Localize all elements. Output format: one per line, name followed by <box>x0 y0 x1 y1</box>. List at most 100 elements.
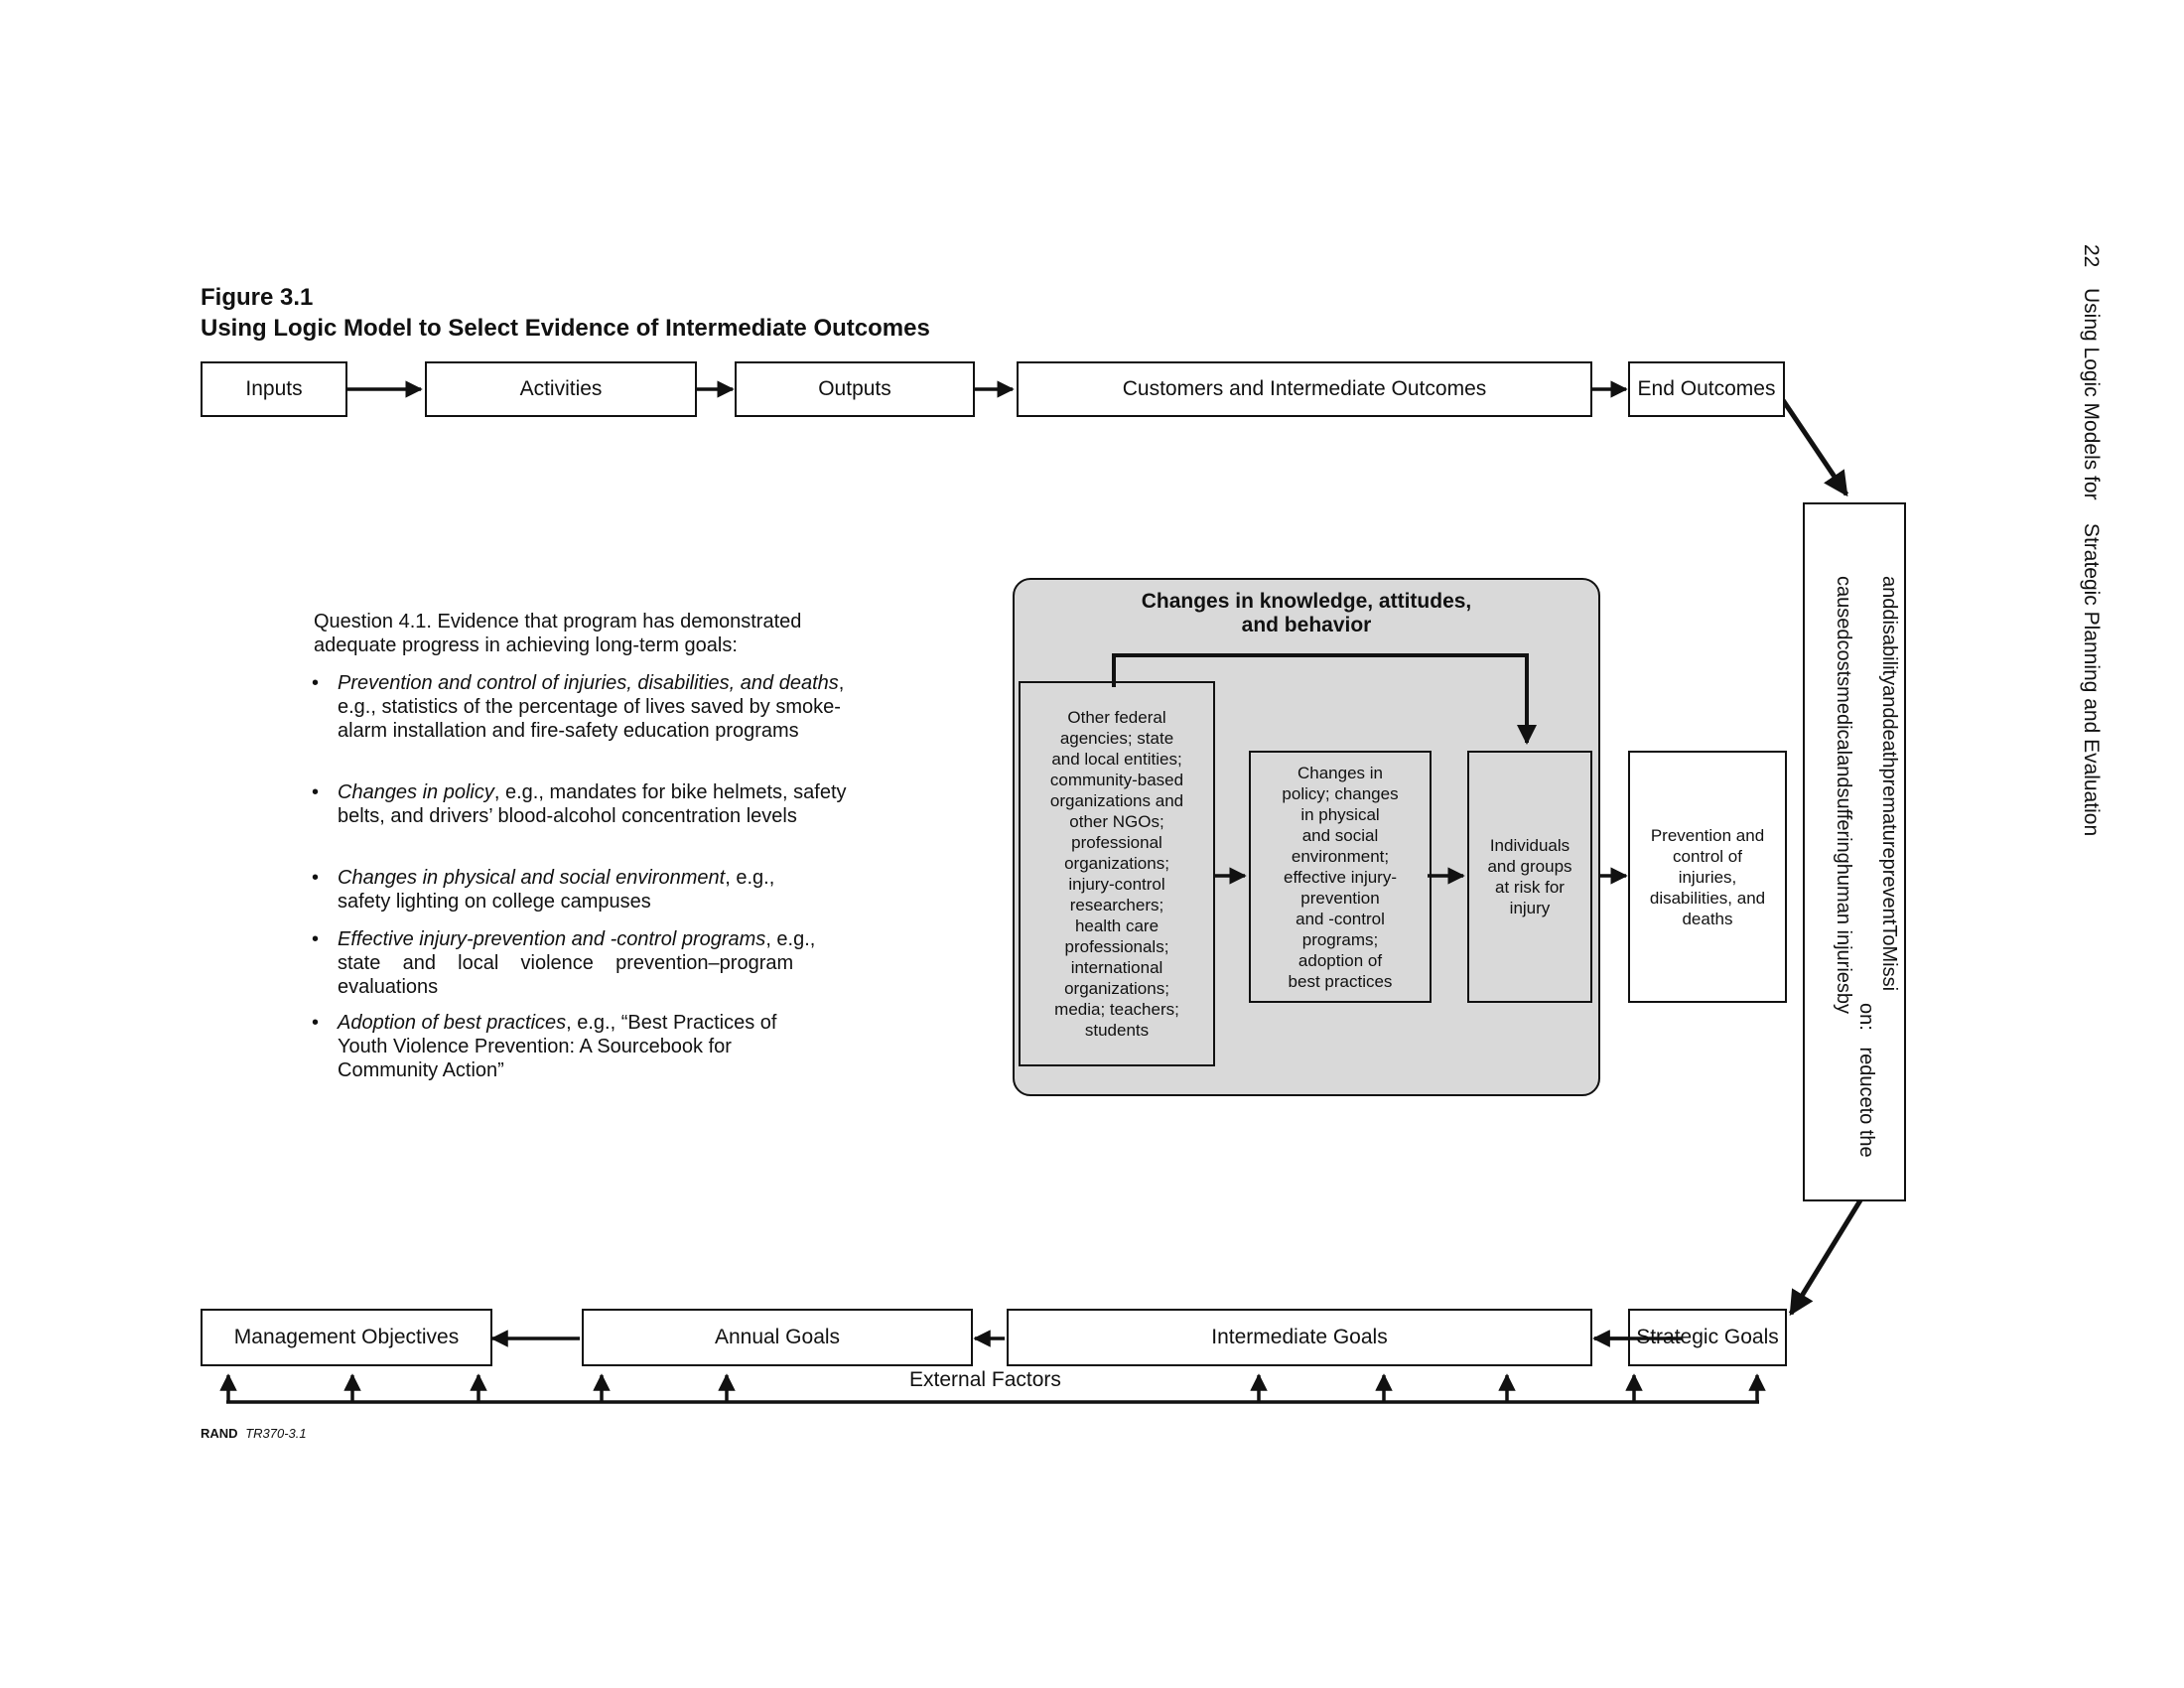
bullet-dot: • <box>312 672 320 694</box>
outputs-label: Outputs <box>818 377 891 400</box>
individuals-line: Individuals <box>1489 836 1570 855</box>
bullet-1-italic: Prevention and control of injuries, disa… <box>338 672 839 694</box>
bullet-dot: • <box>312 928 320 950</box>
individuals-box: Individuals and groups at risk for injury <box>1467 751 1592 1003</box>
bullet-dot: • <box>312 867 320 889</box>
external-factors-label: External Factors <box>909 1368 1061 1391</box>
agencies-line: Other federal <box>1067 708 1166 727</box>
agencies-line: health care <box>1074 916 1160 935</box>
end-outcomes-box: End Outcomes <box>1628 361 1785 417</box>
outputs-box: Outputs <box>735 361 975 417</box>
end-outcomes-label: End Outcomes <box>1637 377 1776 400</box>
policy-line: and -control <box>1296 909 1385 928</box>
inputs-label: Inputs <box>245 377 303 400</box>
bullet-5-italic: Adoption of best practices <box>338 1012 567 1034</box>
agencies-line: professional <box>1071 833 1162 852</box>
figure-title: Using Logic Model to Select Evidence of … <box>201 315 930 342</box>
figure-credit: RAND TR370-3.1 <box>201 1426 307 1441</box>
policy-line: in physical <box>1300 804 1380 824</box>
intermediate-goals-box: Intermediate Goals <box>1007 1309 1592 1366</box>
agencies-line: agencies; state <box>1059 729 1174 748</box>
bullet-4-italic: Effective injury-prevention and -control… <box>338 928 766 950</box>
arrow-mission-strategic <box>1788 1194 1866 1317</box>
question-intro-line-2: adequate progress in achieving long-term… <box>314 634 738 656</box>
agencies-line: other NGOs; <box>1069 812 1164 831</box>
question-intro: Question 4.1. Evidence that program has … <box>314 610 801 657</box>
panel-title: Changes in knowledge, attitudes, and beh… <box>1013 590 1600 637</box>
bullet-dot: • <box>312 1012 320 1034</box>
bullet-1-line-2: e.g., statistics of the percentage of li… <box>338 696 841 718</box>
agencies-line: researchers; <box>1069 896 1164 914</box>
policy-line: programs; <box>1301 929 1379 949</box>
credit-org: RAND <box>201 1426 238 1441</box>
bullet-5-line-2: Youth Violence Prevention: A Sourcebook … <box>338 1036 732 1057</box>
policy-line: adoption of <box>1297 950 1383 970</box>
policy-line: Changes in <box>1297 763 1383 782</box>
agencies-line: organizations and <box>1049 791 1184 810</box>
bullet-2-rest: , e.g., mandates for bike helmets, safet… <box>493 781 847 803</box>
management-objectives-box: Management Objectives <box>201 1309 492 1366</box>
individuals-line: at risk for <box>1495 878 1565 897</box>
annual-goals-box: Annual Goals <box>582 1309 973 1366</box>
bullet-4-rest: , e.g., <box>765 928 816 950</box>
agencies-text: Other federal agencies; state and local en… <box>1050 707 1183 1041</box>
panel-title-line-1: Changes in knowledge, attitudes, <box>1141 590 1472 613</box>
individuals-line: injury <box>1509 899 1551 917</box>
customers-label: Customers and Intermediate Outcomes <box>1122 377 1487 400</box>
agencies-line: community-based <box>1049 771 1184 789</box>
management-label: Management Objectives <box>233 1326 460 1348</box>
policy-line: environment; <box>1291 846 1390 866</box>
credit-id: TR370-3.1 <box>245 1426 307 1441</box>
bullet-5-rest: , e.g., “Best Practices of <box>566 1012 777 1034</box>
prevention-line: deaths <box>1682 909 1733 928</box>
figure-number: Figure 3.1 <box>201 284 314 311</box>
prevention-line: injuries, <box>1678 867 1737 887</box>
policy-line: policy; changes <box>1282 783 1399 803</box>
bullet-4-line-2: state and local violence prevention–prog… <box>338 952 794 974</box>
agencies-line: students <box>1084 1021 1150 1040</box>
agencies-line: professionals; <box>1064 937 1169 956</box>
agencies-line: and local entities; <box>1051 750 1182 769</box>
customers-box: Customers and Intermediate Outcomes <box>1017 361 1592 417</box>
bullet-5-line-3: Community Action” <box>338 1059 504 1081</box>
agencies-line: injury-control <box>1068 875 1165 894</box>
prevention-line: Prevention and <box>1650 825 1765 845</box>
agencies-line: organizations; <box>1064 854 1169 873</box>
policy-line: prevention <box>1300 888 1380 908</box>
intermediate-label: Intermediate Goals <box>1211 1326 1388 1348</box>
agencies-box: Other federal agencies; state and local en… <box>1019 681 1215 1066</box>
agencies-line: international <box>1070 958 1163 977</box>
activities-label: Activities <box>519 377 603 400</box>
individuals-line: and groups <box>1487 857 1572 876</box>
inputs-box: Inputs <box>201 361 347 417</box>
bullet-1-line-3: alarm installation and fire-safety educa… <box>338 720 799 742</box>
annual-label: Annual Goals <box>714 1326 841 1348</box>
arrow-end-mission <box>1778 395 1849 497</box>
activities-box: Activities <box>425 361 697 417</box>
bullet-2-line-2: belts, and drivers’ blood-alcohol concen… <box>338 805 797 827</box>
policy-line: best practices <box>1288 971 1393 991</box>
bullet-2-italic: Changes in policy <box>338 781 494 803</box>
policy-line: effective injury- <box>1283 867 1397 887</box>
individuals-text: Individuals and groups at risk for injury <box>1487 835 1571 918</box>
agencies-line: organizations; <box>1064 979 1169 998</box>
mission-box <box>1803 502 1906 1201</box>
bullet-3-italic: Changes in physical and social environme… <box>338 867 726 889</box>
bullet-4-line-3: evaluations <box>338 976 439 998</box>
strategic-label: Strategic Goals <box>1636 1326 1779 1348</box>
prevention-line: disabilities, and <box>1649 888 1766 908</box>
policy-line: and social <box>1301 825 1379 845</box>
panel-title-line-2: and behavior <box>1241 614 1372 636</box>
question-intro-line-1: Question 4.1. Evidence that program has … <box>314 611 802 633</box>
bullet-dot: • <box>312 781 320 803</box>
agencies-line: media; teachers; <box>1054 1000 1179 1019</box>
bullet-1-rest: , <box>838 672 845 694</box>
bullet-3-line-2: safety lighting on college campuses <box>338 891 651 913</box>
bullet-3-rest: , e.g., <box>725 867 775 889</box>
prevention-line: control of <box>1673 846 1742 866</box>
